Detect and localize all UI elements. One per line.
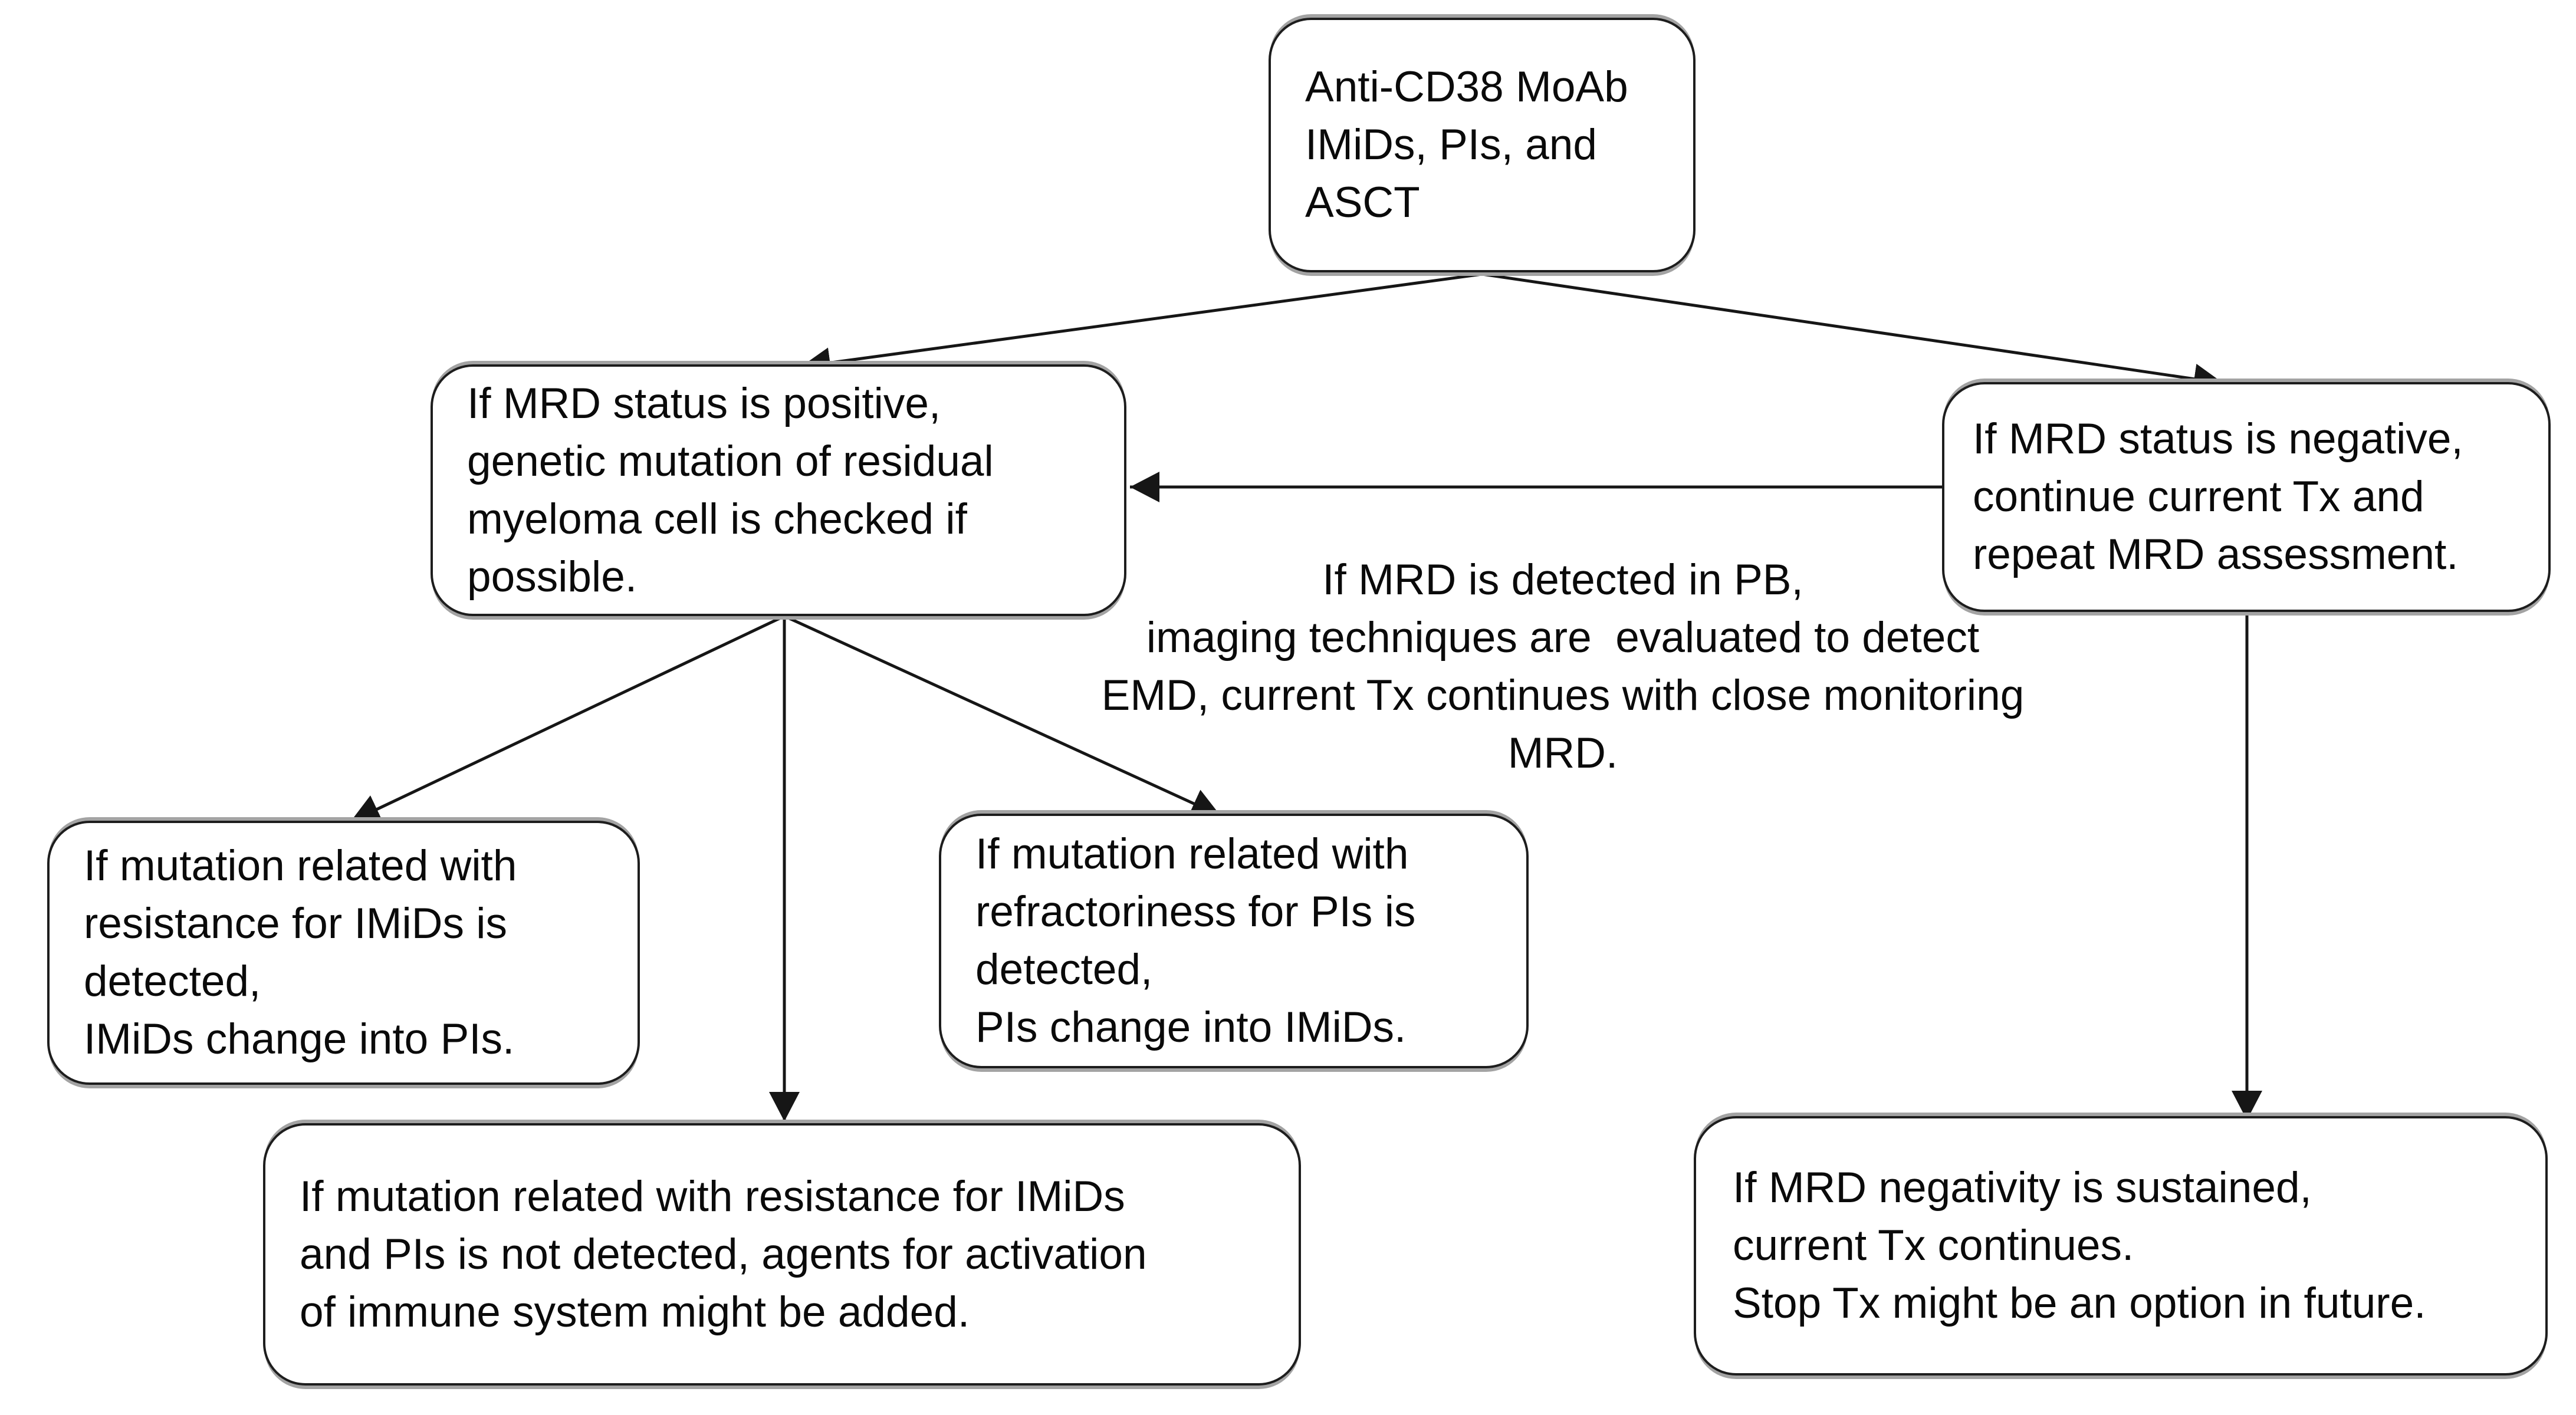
node-mrd-positive: If MRD status is positive, genetic mutat… (431, 364, 1126, 616)
node-pis-refractoriness: If mutation related with refractoriness … (939, 814, 1529, 1068)
edge-positive-to-imids (349, 614, 786, 824)
node-no-mutation-detected: If mutation related with resistance for … (263, 1123, 1301, 1386)
node-initial-therapy: Anti-CD38 MoAb IMiDs, PIs, and ASCT (1269, 18, 1696, 272)
node-mrd-negativity-sustained: If MRD negativity is sustained, current … (1694, 1116, 2548, 1375)
edge-initial-to-negative (1481, 272, 2224, 394)
edge-positive-to-pis (783, 614, 1222, 818)
node-mrd-negative: If MRD status is negative, continue curr… (1942, 382, 2551, 612)
node-imids-resistance: If mutation related with resistance for … (47, 821, 640, 1085)
edge-label-mrd-detected-in-pb: If MRD is detected in PB, imaging techni… (1101, 556, 2025, 777)
edge-initial-to-positive (800, 272, 1483, 379)
